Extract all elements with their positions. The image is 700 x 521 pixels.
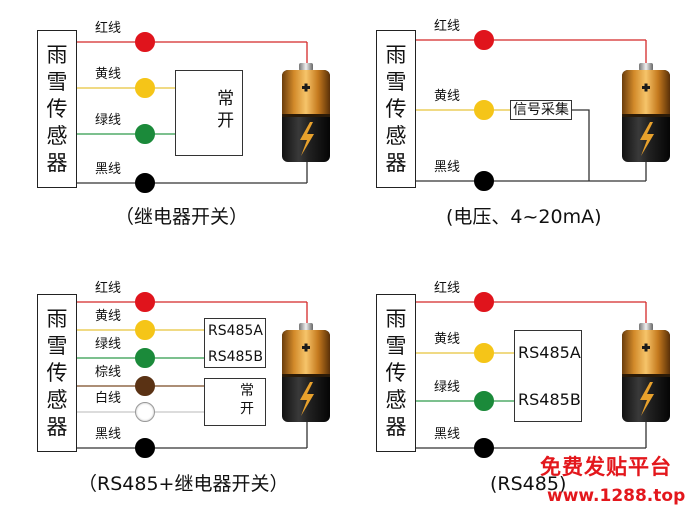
wire-label: 红线: [434, 19, 461, 34]
relay-text-char: 常: [240, 383, 254, 399]
wire-label: 红线: [434, 281, 461, 296]
sensor-label-char: 传: [385, 360, 407, 385]
terminal-yellow: [135, 320, 155, 340]
terminal-black: [135, 173, 155, 193]
terminal-brown: [135, 376, 155, 396]
sensor-label-char: 器: [46, 150, 68, 175]
battery-icon: [282, 323, 330, 422]
diagram-caption: (RS485): [490, 473, 567, 495]
sensor-label-char: 器: [385, 414, 407, 439]
sensor-label-char: 雨: [46, 42, 68, 67]
sensor-label-char: 感: [385, 123, 407, 148]
wire-label: 黑线: [434, 160, 461, 175]
sensor-box: 雨雪传感器: [376, 294, 416, 452]
wire-label: 黄线: [95, 67, 122, 82]
sensor-label-char: 器: [385, 150, 407, 175]
sensor-label-char: 雪: [385, 69, 407, 94]
terminal-black: [474, 438, 494, 458]
terminal-red: [135, 292, 155, 312]
sensor-label-char: 雨: [385, 42, 407, 67]
sensor-label-char: 感: [46, 387, 68, 412]
wire-label: 黄线: [95, 309, 122, 324]
sensor-box: 雨雪传感器: [37, 294, 77, 452]
sensor-label-char: 感: [385, 387, 407, 412]
wire-label: 黑线: [434, 427, 461, 442]
sensor-label-char: 传: [385, 96, 407, 121]
rs485-box: [514, 330, 582, 422]
sensor-label-char: 雨: [385, 306, 407, 331]
signal-wire: [572, 109, 590, 181]
sensor-label-char: 雪: [46, 333, 68, 358]
sensor-box: 雨雪传感器: [37, 30, 77, 188]
terminal-yellow: [135, 78, 155, 98]
wire-label: 白线: [95, 391, 122, 406]
diagram-caption: （继电器开关）: [115, 206, 249, 228]
wire-label: 棕线: [95, 365, 122, 380]
relay-box: [175, 70, 243, 156]
terminal-black: [474, 171, 494, 191]
rs485-a-label: RS485A: [208, 323, 263, 339]
sensor-label-char: 传: [46, 360, 68, 385]
wire-label: 绿线: [95, 337, 122, 352]
relay-text-char: 开: [240, 401, 254, 417]
terminal-black: [135, 438, 155, 458]
terminal-green: [135, 348, 155, 368]
terminal-white: [135, 402, 155, 422]
diagram-caption: （RS485+继电器开关）: [78, 473, 289, 495]
wire-label: 黑线: [95, 427, 122, 442]
wire-label: 黑线: [95, 162, 122, 177]
wire-label: 红线: [95, 21, 122, 36]
relay-box: [204, 378, 266, 426]
wire-label: 黄线: [434, 89, 461, 104]
sensor-label-char: 雨: [46, 306, 68, 331]
battery-icon: [622, 63, 670, 162]
sensor-box: 雨雪传感器: [376, 30, 416, 188]
terminal-yellow: [474, 100, 494, 120]
wire-label: 黄线: [434, 332, 461, 347]
signal-acquisition-box-label: 信号采集: [513, 102, 569, 118]
watermark-title: 免费发贴平台: [540, 455, 672, 479]
rs485-a-label: RS485A: [518, 343, 581, 362]
watermark-url: www.1288.top: [547, 486, 686, 506]
sensor-label-char: 器: [46, 414, 68, 439]
terminal-red: [474, 30, 494, 50]
wire-label: 绿线: [434, 380, 461, 395]
rs485-b-label: RS485B: [518, 390, 581, 409]
terminal-green: [135, 124, 155, 144]
terminal-green: [474, 391, 494, 411]
battery-icon: [282, 63, 330, 162]
rs485-b-label: RS485B: [208, 349, 263, 365]
terminal-yellow: [474, 343, 494, 363]
rs485-box: [204, 318, 266, 368]
sensor-label-char: 雪: [46, 69, 68, 94]
battery-icon: [622, 323, 670, 422]
sensor-label-char: 感: [46, 123, 68, 148]
relay-text-char: 开: [217, 110, 235, 131]
sensor-label-char: 雪: [385, 333, 407, 358]
wire-label: 绿线: [95, 113, 122, 128]
wire-label: 红线: [95, 281, 122, 296]
signal-acquisition-box: [510, 100, 572, 120]
diagram-caption: (电压、4~20mA): [446, 206, 602, 228]
sensor-label-char: 传: [46, 96, 68, 121]
terminal-red: [474, 292, 494, 312]
relay-text-char: 常: [217, 88, 235, 109]
terminal-red: [135, 32, 155, 52]
